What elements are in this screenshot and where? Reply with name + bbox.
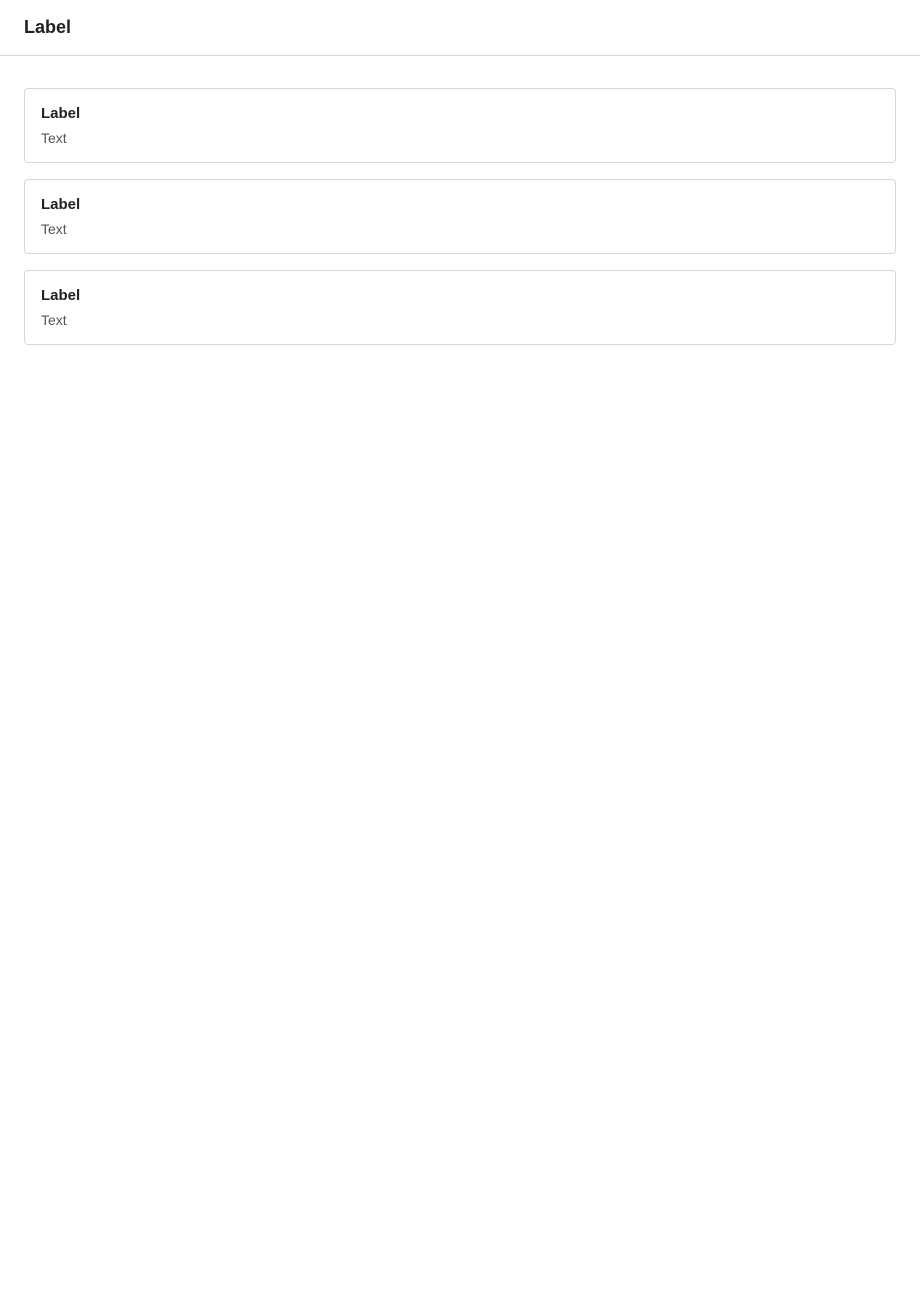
block-heading: Label	[41, 287, 81, 304]
block-heading: Label	[41, 105, 81, 122]
page-title: Label	[24, 17, 72, 37]
block-text: Text	[41, 312, 67, 328]
content-block: Label Text	[24, 179, 896, 254]
content-block: Label Text	[24, 88, 896, 163]
content-block: Label Text	[24, 270, 896, 345]
block-text: Text	[41, 130, 67, 146]
block-heading: Label	[41, 196, 81, 213]
main-content: Label Text Label Text Label Text	[0, 56, 920, 1301]
block-text: Text	[41, 221, 67, 237]
page-header: Label	[0, 0, 920, 56]
